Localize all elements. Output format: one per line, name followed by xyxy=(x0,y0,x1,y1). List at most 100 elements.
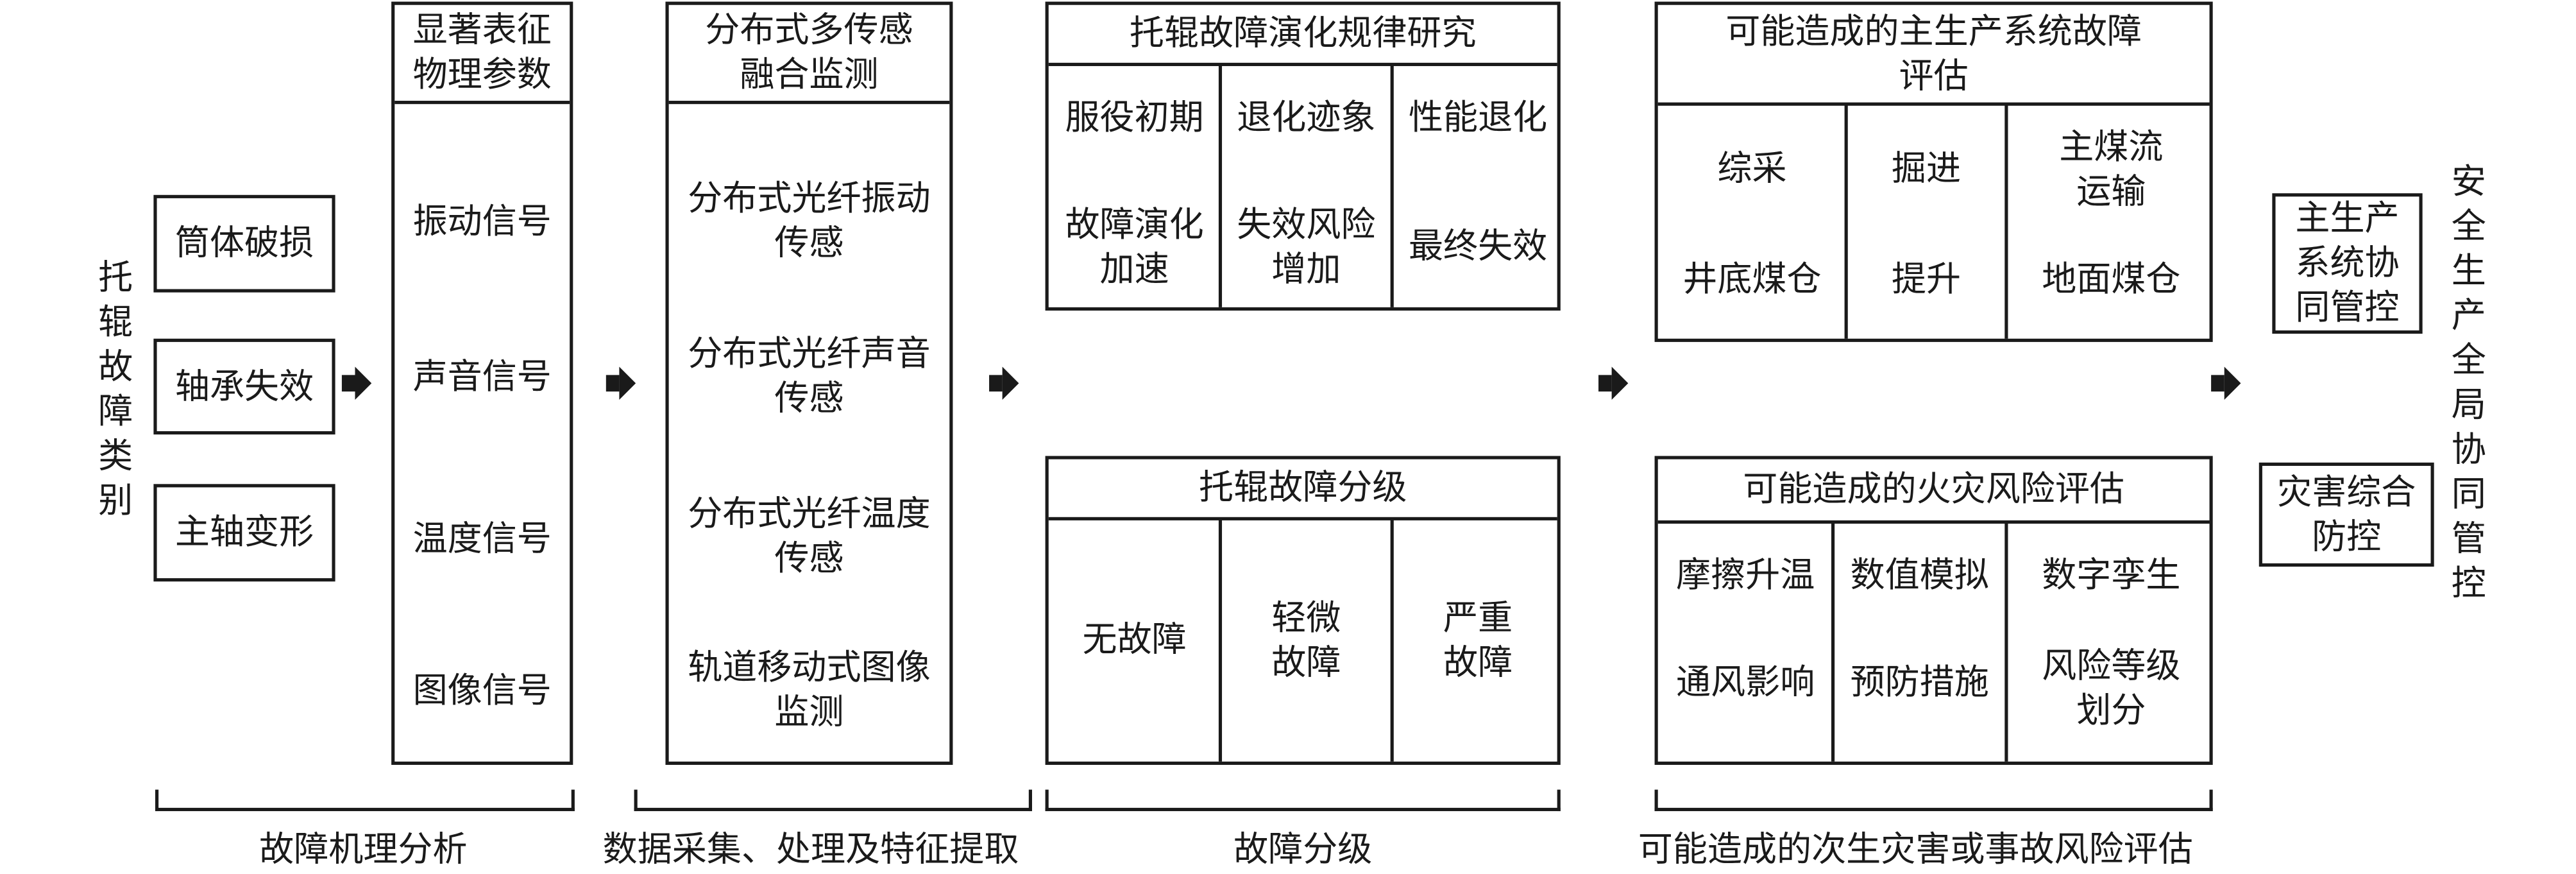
evolution-cell: 最终失效 xyxy=(1392,225,1564,270)
divider xyxy=(1218,64,1223,307)
cell-line: 井底煤仓 xyxy=(1682,259,1822,299)
stage-label: 数据采集、处理及特征提取 xyxy=(602,829,1019,870)
item-line: 传感 xyxy=(774,223,844,263)
header-line: 分布式多传感 xyxy=(705,10,913,50)
cell-line: 预防措施 xyxy=(1850,662,1989,703)
header-text: 可能造成的火灾风险评估 xyxy=(1743,469,2124,509)
fire-cell: 数字孪生 xyxy=(2006,553,2216,598)
production-eval-header: 可能造成的主生产系统故障 评估 xyxy=(1657,5,2210,106)
evolution-header: 托辊故障演化规律研究 xyxy=(1048,5,1557,66)
divider xyxy=(2004,522,2009,762)
monitoring-panel: 分布式多传感 融合监测 分布式光纤振动传感 分布式光纤声音传感 分布式光纤温度传… xyxy=(665,1,953,765)
cell-line: 运输 xyxy=(2076,171,2146,212)
parameter-item: 温度信号 xyxy=(412,518,552,559)
cell-line: 故障 xyxy=(1443,642,1513,681)
fire-cell: 摩擦升温 xyxy=(1658,553,1833,598)
cell-line: 加速 xyxy=(1099,249,1169,289)
stage-bracket xyxy=(1654,789,2213,812)
production-eval-panel: 可能造成的主生产系统故障 评估 综采 掘进 主煤流运输 井底煤仓 提升 地面煤仓 xyxy=(1654,1,2216,342)
production-cell: 提升 xyxy=(1846,258,2006,303)
cell-line: 严重 xyxy=(1443,597,1513,637)
stage-bracket xyxy=(155,789,575,812)
item-line: 分布式光纤振动 xyxy=(688,178,931,218)
production-cell: 井底煤仓 xyxy=(1658,258,1846,303)
box-line: 主生产 xyxy=(2295,198,2400,238)
divider xyxy=(1831,522,1836,762)
cell-line: 轻微 xyxy=(1271,597,1341,637)
production-control-box: 主生产 系统协 同管控 xyxy=(2272,193,2423,334)
item-line: 分布式光纤声音 xyxy=(688,334,931,373)
box-line: 防控 xyxy=(2312,516,2382,556)
stage-label: 可能造成的次生灾害或事故风险评估 xyxy=(1638,829,2193,870)
header-text: 托辊故障分级 xyxy=(1199,467,1407,508)
cell-line: 无故障 xyxy=(1082,619,1187,660)
evolution-cell: 失效风险增加 xyxy=(1220,203,1392,293)
header-line: 融合监测 xyxy=(740,54,879,94)
grade-cell: 轻微故障 xyxy=(1220,518,1392,761)
monitoring-header: 分布式多传感 融合监测 xyxy=(668,5,950,105)
fire-eval-header: 可能造成的火灾风险评估 xyxy=(1657,459,2210,524)
item-line: 分布式光纤温度 xyxy=(688,493,931,534)
item-line: 传感 xyxy=(774,378,844,418)
cell-line: 摩擦升温 xyxy=(1676,554,1815,595)
cell-line: 退化迹象 xyxy=(1237,97,1376,137)
cell-line: 失效风险 xyxy=(1237,205,1376,245)
global-control-label: 安全生产全局协同管控 xyxy=(2451,162,2486,603)
cell-line: 地面煤仓 xyxy=(2042,259,2181,299)
header-line: 评估 xyxy=(1899,55,1969,96)
fire-cell: 通风影响 xyxy=(1658,661,1833,706)
production-cell: 综采 xyxy=(1658,147,1846,192)
cell-line: 综采 xyxy=(1717,148,1787,189)
divider xyxy=(1218,518,1223,762)
stage-bracket xyxy=(634,789,1032,812)
cell-line: 故障演化 xyxy=(1065,205,1204,245)
cell-line: 数值模拟 xyxy=(1850,554,1989,595)
cell-line: 性能退化 xyxy=(1408,97,1548,137)
monitoring-item: 分布式光纤声音传感 xyxy=(669,332,950,421)
parameters-panel: 显著表征 物理参数 振动信号 声音信号 温度信号 图像信号 xyxy=(391,1,573,765)
header-text: 托辊故障演化规律研究 xyxy=(1129,13,1477,53)
fire-eval-panel: 可能造成的火灾风险评估 摩擦升温 数值模拟 数字孪生 通风影响 预防措施 风险等… xyxy=(1654,456,2216,765)
stage-bracket xyxy=(1045,789,1561,812)
cell-line: 提升 xyxy=(1891,259,1962,299)
grading-panel: 托辊故障分级 无故障 轻微故障 严重故障 xyxy=(1045,456,1564,765)
fire-cell: 风险等级划分 xyxy=(2006,644,2216,733)
disaster-control-box: 灾害综合 防控 xyxy=(2258,462,2434,567)
grade-cell: 无故障 xyxy=(1049,518,1221,761)
item-line: 传感 xyxy=(774,538,844,579)
parameter-item: 声音信号 xyxy=(412,357,552,397)
cell-line: 掘进 xyxy=(1891,148,1962,189)
header-line: 显著表征 xyxy=(412,10,552,50)
fire-cell: 数值模拟 xyxy=(1833,553,2006,598)
grade-cell: 严重故障 xyxy=(1392,518,1564,761)
monitoring-item: 分布式光纤振动传感 xyxy=(669,176,950,266)
box-line: 同管控 xyxy=(2295,287,2400,327)
cell-line: 增加 xyxy=(1271,249,1341,289)
cell-line: 主煤流 xyxy=(2059,127,2164,167)
production-cell: 地面煤仓 xyxy=(2006,258,2216,303)
cell-line: 数字孪生 xyxy=(2042,554,2181,595)
divider xyxy=(1844,104,1849,339)
production-cell: 掘进 xyxy=(1846,147,2006,192)
cell-line: 通风影响 xyxy=(1676,662,1815,703)
fault-types-label: 托辊故障类别 xyxy=(98,257,133,520)
cell-line: 最终失效 xyxy=(1408,226,1548,266)
parameter-item: 图像信号 xyxy=(412,671,552,710)
divider xyxy=(2004,104,2009,339)
header-line: 可能造成的主生产系统故障 xyxy=(1725,10,2142,51)
grading-header: 托辊故障分级 xyxy=(1048,459,1557,520)
fault-type-box: 筒体破损 xyxy=(153,194,335,293)
box-line: 系统协 xyxy=(2295,243,2400,283)
fire-cell: 预防措施 xyxy=(1833,661,2006,706)
monitoring-item: 分布式光纤温度传感 xyxy=(669,492,950,581)
monitoring-item: 轨道移动式图像监测 xyxy=(669,646,950,735)
fault-type-text: 主轴变形 xyxy=(174,512,314,552)
evolution-cell: 退化迹象 xyxy=(1220,96,1392,141)
item-line: 监测 xyxy=(774,692,844,732)
header-line: 物理参数 xyxy=(412,54,552,94)
box-line: 灾害综合 xyxy=(2277,471,2416,511)
evolution-cell: 性能退化 xyxy=(1392,96,1564,141)
item-line: 轨道移动式图像 xyxy=(688,647,931,687)
fault-type-text: 筒体破损 xyxy=(174,223,314,263)
